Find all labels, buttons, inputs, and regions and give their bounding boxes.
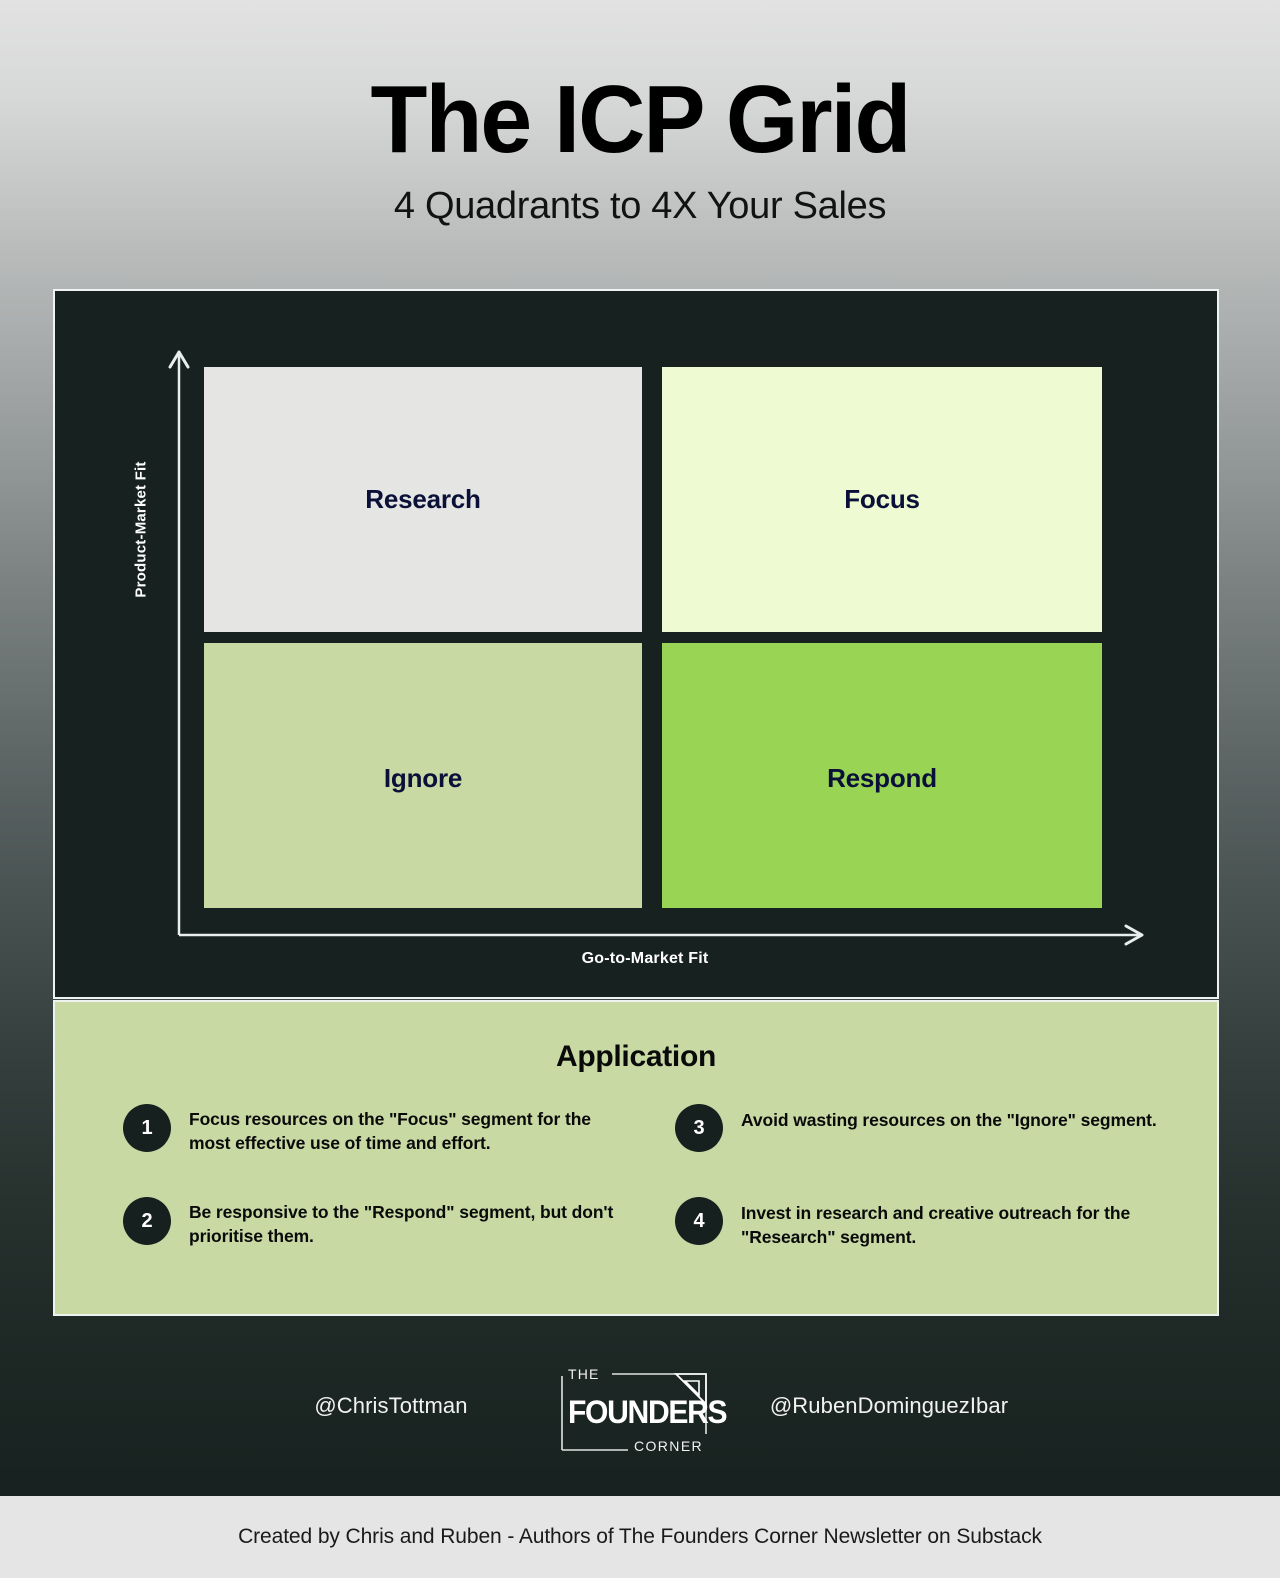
handle-chris-tottman[interactable]: @ChrisTottman bbox=[314, 1393, 468, 1418]
list-item: 2 Be responsive to the "Respond" segment… bbox=[123, 1197, 617, 1249]
quadrant-respond[interactable]: Respond bbox=[662, 643, 1102, 908]
quadrant-ignore[interactable]: Ignore bbox=[204, 643, 642, 908]
list-item: 1 Focus resources on the "Focus" segment… bbox=[123, 1104, 617, 1155]
list-item: 3 Avoid wasting resources on the "Ignore… bbox=[675, 1104, 1169, 1155]
quadrant-label-research: Research bbox=[365, 484, 481, 514]
quadrant-label-ignore: Ignore bbox=[383, 763, 463, 793]
application-title: Application bbox=[555, 1040, 717, 1073]
quadrant-grid: Research Focus Ignore Respond bbox=[204, 367, 1102, 908]
item-text: Avoid wasting resources on the "Ignore" … bbox=[741, 1110, 1157, 1130]
page-subtitle: 4 Quadrants to 4X Your Sales bbox=[393, 185, 887, 227]
logo-text-corner: CORNER bbox=[634, 1438, 704, 1454]
quadrant-label-respond: Respond bbox=[827, 763, 937, 793]
item-text: Invest in research and creative outreach… bbox=[741, 1203, 1131, 1248]
item-number-badge: 1 bbox=[123, 1104, 171, 1152]
item-text: Focus resources on the "Focus" segment f… bbox=[189, 1109, 591, 1154]
quadrant-label-focus: Focus bbox=[844, 484, 920, 514]
y-axis-label: Product-Market Fit bbox=[132, 461, 150, 598]
list-item: 4 Invest in research and creative outrea… bbox=[675, 1197, 1169, 1249]
credit-band: Created by Chris and Ruben - Authors of … bbox=[0, 1496, 1280, 1578]
founders-corner-logo: THE FOUNDERS CORNER bbox=[556, 1350, 728, 1462]
logo-text-founders: FOUNDERS bbox=[568, 1394, 728, 1430]
application-panel: Application 1 Focus resources on the "Fo… bbox=[53, 1000, 1219, 1316]
item-number-badge: 2 bbox=[123, 1197, 171, 1246]
footer: @ChrisTottman THE FOUNDERS CORNER @Ruben… bbox=[0, 1316, 1280, 1496]
quadrant-research[interactable]: Research bbox=[204, 367, 642, 632]
quadrant-focus[interactable]: Focus bbox=[662, 367, 1102, 632]
page-title: The ICP Grid bbox=[370, 66, 912, 173]
x-axis-label: Go-to-Market Fit bbox=[581, 950, 709, 967]
item-number-badge: 4 bbox=[675, 1197, 723, 1246]
logo-frame-icon bbox=[561, 1373, 707, 1451]
credit-text: Created by Chris and Ruben - Authors of … bbox=[238, 1525, 1042, 1548]
application-list: 1 Focus resources on the "Focus" segment… bbox=[55, 1104, 1217, 1250]
logo-text-the: THE bbox=[568, 1366, 600, 1382]
handle-ruben-dominguez-ibar[interactable]: @RubenDominguezIbar bbox=[769, 1393, 1009, 1418]
item-text: Be responsive to the "Respond" segment, … bbox=[189, 1202, 614, 1247]
page-header: The ICP Grid 4 Quadrants to 4X Your Sale… bbox=[0, 0, 1280, 228]
item-number-badge: 3 bbox=[675, 1104, 723, 1152]
